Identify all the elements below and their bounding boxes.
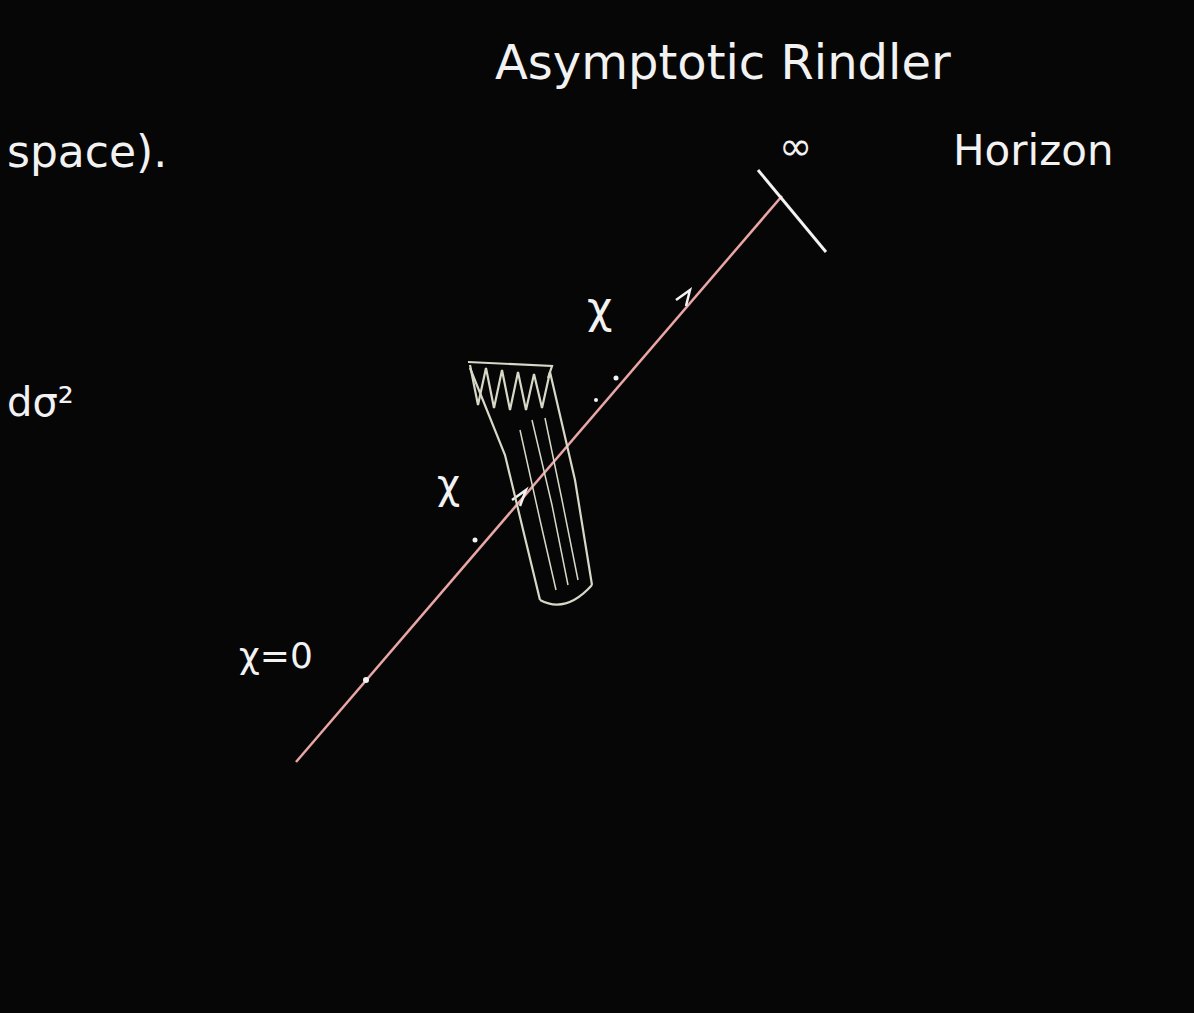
chalk-label: χ=0 xyxy=(236,636,316,676)
cone-edge xyxy=(470,368,540,600)
point-dot xyxy=(614,376,619,381)
cone-edge xyxy=(550,372,592,585)
horizon-tick xyxy=(758,170,826,252)
chalk-label: space). xyxy=(4,128,170,176)
rindler-axis xyxy=(296,196,782,762)
flow-arrow xyxy=(676,290,690,306)
point-dot xyxy=(363,677,369,683)
cone-top xyxy=(470,365,550,410)
chalk-label: χ xyxy=(434,462,463,506)
chalk-label: dσ² xyxy=(4,380,77,424)
point-dot xyxy=(594,398,598,402)
probe-cone xyxy=(468,362,592,605)
chalk-label: Horizon xyxy=(950,128,1117,174)
chalk-label: ∞ xyxy=(776,124,815,168)
cone-hatch xyxy=(520,418,578,590)
cone-rim xyxy=(468,362,552,378)
cone-base xyxy=(540,585,592,605)
chalk-label: Asymptotic Rindler xyxy=(492,36,954,89)
point-dot xyxy=(473,538,478,543)
chalk-label: χ xyxy=(584,284,615,332)
